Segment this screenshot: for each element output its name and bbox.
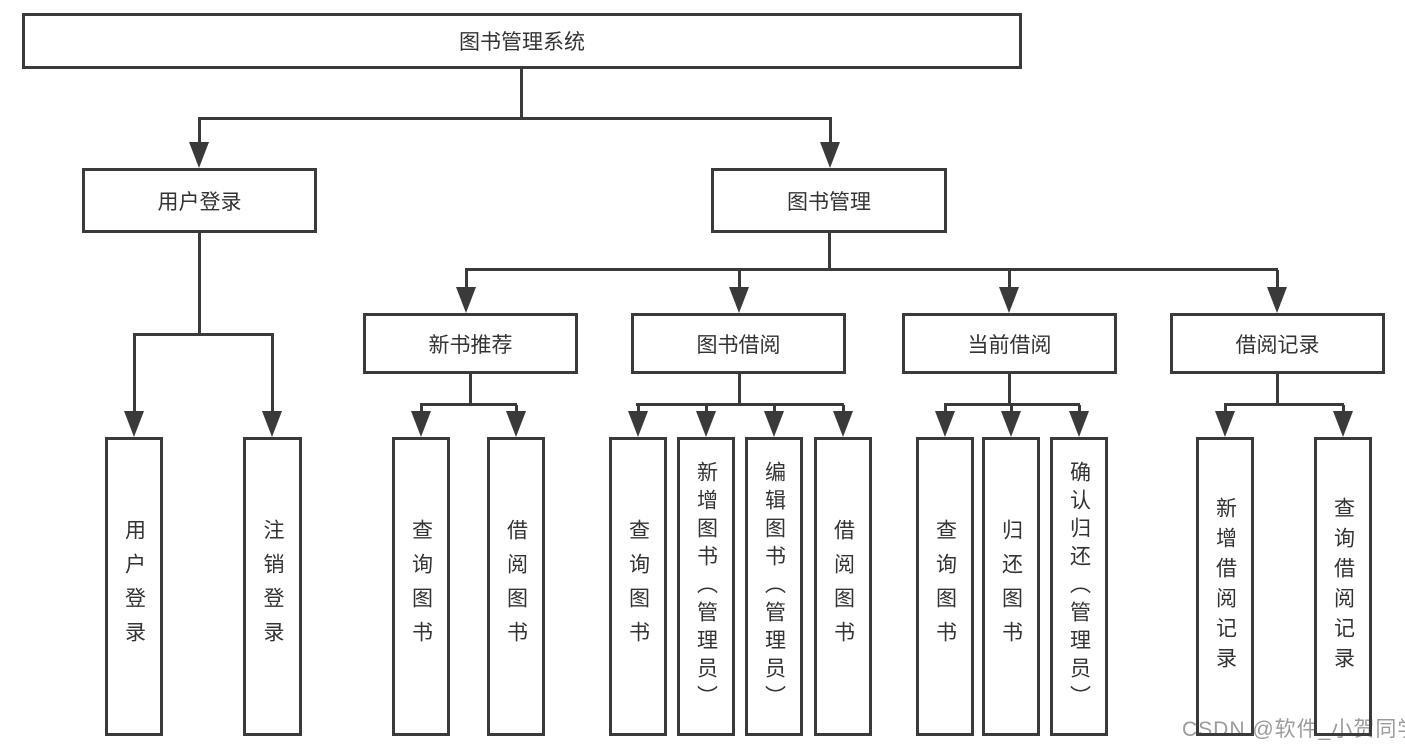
node-current-borrowing: 当前借阅 <box>902 313 1117 374</box>
leaf-label: 查询图书 <box>933 518 957 655</box>
leaf-bb-add-book-admin: 新增图书（管理员） <box>677 437 735 736</box>
leaf-br-query-borrow-record: 查询借阅记录 <box>1314 437 1372 736</box>
arrow-down-icon <box>1267 287 1287 313</box>
leaf-label: 查询借阅记录 <box>1331 496 1355 677</box>
arrow-down-icon <box>506 411 526 437</box>
connector-cb-leaf-drop <box>1078 405 1081 413</box>
arrow-down-icon <box>1215 411 1235 437</box>
connector-nb-stem <box>469 374 472 405</box>
leaf-logout: 注销登录 <box>243 437 302 736</box>
connector-book-borrow-drop <box>738 270 741 289</box>
leaf-cb-query-books: 查询图书 <box>916 437 974 736</box>
connector-user-login-rail <box>133 333 274 336</box>
arrow-down-icon <box>999 287 1019 313</box>
connector-br-leaf-drop <box>1342 405 1345 413</box>
arrow-down-icon <box>1333 411 1353 437</box>
connector-br-rail <box>1224 403 1344 406</box>
node-label: 当前借阅 <box>967 333 1052 357</box>
arrow-down-icon <box>411 411 431 437</box>
node-label: 新书推荐 <box>428 333 513 357</box>
node-library-management-system: 图书管理系统 <box>22 13 1022 69</box>
leaf-label: 注销登录 <box>261 518 284 655</box>
connector-nb-leaf-drop <box>515 405 518 413</box>
connector-cb-leaf-drop <box>944 405 947 413</box>
connector-cb-leaf-drop <box>1010 405 1013 413</box>
arrow-down-icon <box>1001 411 1021 437</box>
leaf-label: 查询图书 <box>626 518 650 655</box>
connector-current-borrow-drop <box>1008 270 1011 289</box>
leaf-br-add-borrow-record: 新增借阅记录 <box>1196 437 1254 736</box>
connector-user-login-drop <box>198 119 201 144</box>
connector-br-stem <box>1276 374 1279 405</box>
connector-book-management-stem <box>828 233 831 270</box>
leaf-nb-query-books: 查询图书 <box>392 437 450 736</box>
connector-borrow-records-drop <box>1276 270 1279 289</box>
leaf-label: 新增借阅记录 <box>1213 496 1237 677</box>
arrow-down-icon <box>833 411 853 437</box>
leaf-label: 确认归还（管理员） <box>1067 460 1091 713</box>
arrow-down-icon <box>456 287 476 313</box>
leaf-label: 借阅图书 <box>831 518 855 655</box>
node-new-book-recommend: 新书推荐 <box>363 313 578 374</box>
connector-login-leaf-drop <box>133 335 136 413</box>
leaf-label: 借阅图书 <box>504 518 528 655</box>
node-book-borrowing: 图书借阅 <box>631 313 846 374</box>
connector-level1-rail <box>198 117 832 120</box>
node-borrowing-records: 借阅记录 <box>1170 313 1385 374</box>
node-label: 借阅记录 <box>1235 333 1320 357</box>
connector-bb-stem <box>738 374 741 405</box>
leaf-label: 用户登录 <box>122 518 146 655</box>
node-book-management: 图书管理 <box>711 168 947 233</box>
arrow-down-icon <box>189 142 209 168</box>
connector-root-stem <box>520 69 523 119</box>
connector-logout-leaf-drop <box>271 335 274 413</box>
connector-nb-leaf-drop <box>420 405 423 413</box>
leaf-cb-return-books: 归还图书 <box>982 437 1040 736</box>
leaf-cb-confirm-return-admin: 确认归还（管理员） <box>1050 437 1108 736</box>
arrow-down-icon <box>124 411 144 437</box>
connector-nb-rail <box>420 403 517 406</box>
node-label: 图书管理 <box>787 190 871 214</box>
root-title: 图书管理系统 <box>459 31 585 54</box>
leaf-nb-borrow-books: 借阅图书 <box>487 437 545 736</box>
leaf-label: 编辑图书（管理员） <box>762 460 786 713</box>
connector-br-leaf-drop <box>1224 405 1227 413</box>
node-label: 用户登录 <box>157 190 242 214</box>
arrow-down-icon <box>820 142 840 168</box>
leaf-label: 归还图书 <box>999 518 1023 655</box>
connector-cb-stem <box>1008 374 1011 405</box>
leaf-bb-borrow-books: 借阅图书 <box>814 437 872 736</box>
arrow-down-icon <box>696 411 716 437</box>
leaf-user-login: 用户登录 <box>105 437 163 736</box>
node-label: 图书借阅 <box>696 333 781 357</box>
arrow-down-icon <box>628 411 648 437</box>
connector-bb-leaf-drop <box>842 405 845 413</box>
arrow-down-icon <box>764 411 784 437</box>
connector-bb-leaf-drop <box>773 405 776 413</box>
arrow-down-icon <box>935 411 955 437</box>
leaf-bb-edit-book-admin: 编辑图书（管理员） <box>745 437 803 736</box>
connector-bb-leaf-drop <box>637 405 640 413</box>
connector-level2-rail <box>465 268 1278 271</box>
connector-book-management-drop <box>829 119 832 144</box>
connector-user-login-stem <box>198 233 201 335</box>
leaf-label: 查询图书 <box>409 518 433 655</box>
connector-cb-rail <box>944 403 1080 406</box>
node-user-login: 用户登录 <box>82 168 317 233</box>
arrow-down-icon <box>729 287 749 313</box>
connector-bb-rail <box>636 403 844 406</box>
connector-new-book-drop <box>465 270 468 289</box>
leaf-bb-query-books: 查询图书 <box>609 437 667 736</box>
leaf-label: 新增图书（管理员） <box>694 460 718 713</box>
arrow-down-icon <box>1069 411 1089 437</box>
arrow-down-icon <box>262 411 282 437</box>
connector-bb-leaf-drop <box>705 405 708 413</box>
